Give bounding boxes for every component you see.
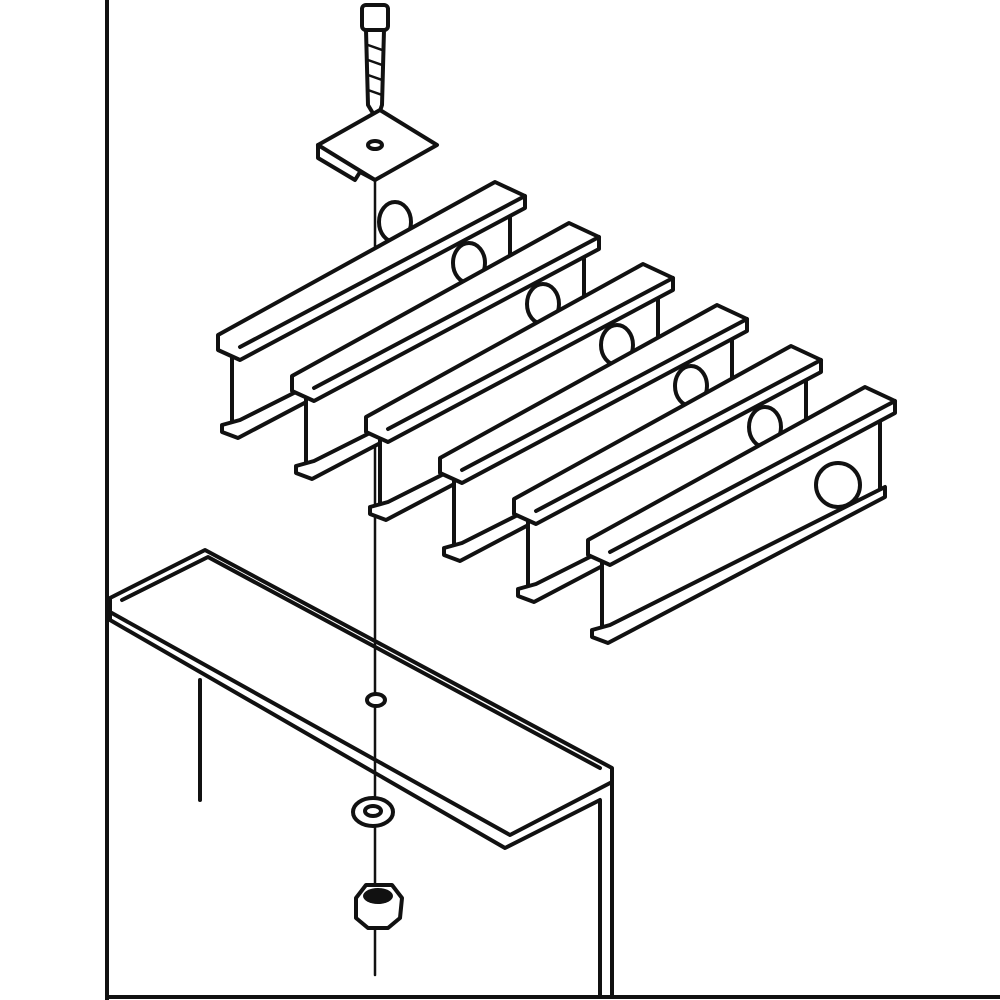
grating-bar	[586, 385, 897, 645]
support-beam-icon	[108, 548, 614, 999]
nut-icon	[354, 883, 404, 930]
beam-hole	[365, 692, 387, 708]
bolt-icon	[360, 3, 390, 122]
grating-icon	[216, 180, 897, 645]
cross-rod-end	[814, 461, 862, 509]
clip-plate-icon	[316, 108, 439, 182]
washer-icon	[351, 796, 395, 828]
